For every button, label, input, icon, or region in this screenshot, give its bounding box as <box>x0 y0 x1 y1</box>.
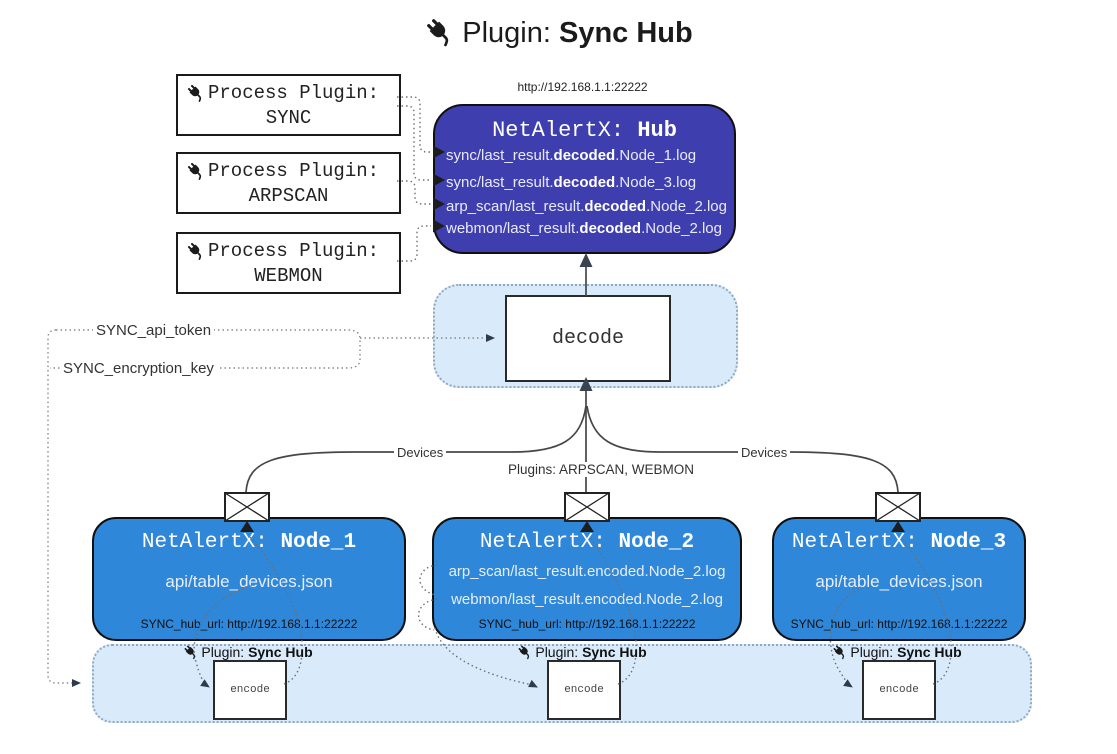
process-plugin-name: ARPSCAN <box>248 185 329 207</box>
page-title: Plugin: Sync Hub <box>0 16 1117 50</box>
plugins-edge-label: Plugins: ARPSCAN, WEBMON <box>505 462 698 477</box>
devices-edge-label-right: Devices <box>738 445 791 460</box>
process-plugin-label: Process Plugin: <box>208 240 380 262</box>
hub-box: NetAlertX: Hub sync/last_result.decoded.… <box>433 104 736 254</box>
node-hub-url: SYNC_hub_url: http://192.168.1.1:22222 <box>478 617 696 631</box>
title-label: Plugin: <box>462 17 551 49</box>
node-file-line: webmon/last_result.encoded.Node_2.log <box>451 591 723 608</box>
sync-encryption-key-label: SYNC_encryption_key <box>60 360 217 377</box>
node-file-line: api/table_devices.json <box>815 572 983 591</box>
plug-icon <box>187 84 202 102</box>
encode-plugin-label: Plugin: Sync Hub <box>158 644 338 660</box>
node-hub-url: SYNC_hub_url: http://192.168.1.1:22222 <box>790 617 1008 631</box>
encode-box: encode <box>547 660 621 720</box>
node-hub-url: SYNC_hub_url: http://192.168.1.1:22222 <box>140 617 358 631</box>
node-3-box: NetAlertX: Node_3 api/table_devices.json… <box>772 517 1026 641</box>
hub-url-label: http://192.168.1.1:22222 <box>517 80 648 94</box>
node-file-line: api/table_devices.json <box>165 572 333 591</box>
process-plugin-arpscan: Process Plugin: ARPSCAN <box>176 152 401 214</box>
encode-plugin-label: Plugin: Sync Hub <box>807 644 987 660</box>
hub-title: NetAlertX: Hub <box>492 118 677 143</box>
plug-icon <box>187 242 202 260</box>
node-title: NetAlertX: Node_1 <box>141 531 357 554</box>
node-file-line: arp_scan/last_result.encoded.Node_2.log <box>448 563 726 580</box>
encode-box: encode <box>862 660 936 720</box>
envelope-icon <box>875 492 921 522</box>
encode-box: encode <box>213 660 287 720</box>
encode-plugin-label: Plugin: Sync Hub <box>492 644 672 660</box>
node-title: NetAlertX: Node_2 <box>479 531 695 554</box>
hub-log-line: webmon/last_result.decoded.Node_2.log <box>446 220 722 237</box>
hub-log-line: sync/last_result.decoded.Node_1.log <box>446 147 697 164</box>
hub-log-line: arp_scan/last_result.decoded.Node_2.log <box>446 198 727 215</box>
arrowhead-into-hub-bottom <box>579 253 593 267</box>
edge-sync-to-hub-2 <box>397 105 431 181</box>
plug-icon <box>184 645 196 660</box>
devices-edge-label-left: Devices <box>394 445 447 460</box>
envelope-icon <box>224 492 270 522</box>
hub-log-line: sync/last_result.decoded.Node_3.log <box>446 174 697 191</box>
plug-icon <box>518 645 530 660</box>
edge-arpscan-to-hub <box>397 180 431 205</box>
title-name: Sync Hub <box>558 17 693 49</box>
plug-icon <box>187 162 202 180</box>
process-plugin-label: Process Plugin: <box>208 160 380 182</box>
process-plugin-label: Process Plugin: <box>208 82 380 104</box>
plug-icon <box>833 645 845 660</box>
process-plugin-name: SYNC <box>265 107 312 129</box>
sync-api-token-label: SYNC_api_token <box>93 322 215 339</box>
envelope-icon <box>564 492 610 522</box>
plug-icon <box>427 19 449 47</box>
process-plugin-webmon: Process Plugin: WEBMON <box>176 232 401 294</box>
decode-box: decode <box>505 295 671 382</box>
edge-sync-to-hub-1 <box>397 96 431 153</box>
edge-webmon-to-hub <box>397 225 431 262</box>
node-1-box: NetAlertX: Node_1 api/table_devices.json… <box>92 517 406 641</box>
node-2-box: NetAlertX: Node_2 arp_scan/last_result.e… <box>432 517 742 641</box>
node-title: NetAlertX: Node_3 <box>791 531 1007 554</box>
process-plugin-sync: Process Plugin: SYNC <box>176 74 401 136</box>
edge-token-to-encoders <box>47 329 81 687</box>
process-plugin-name: WEBMON <box>254 265 323 287</box>
